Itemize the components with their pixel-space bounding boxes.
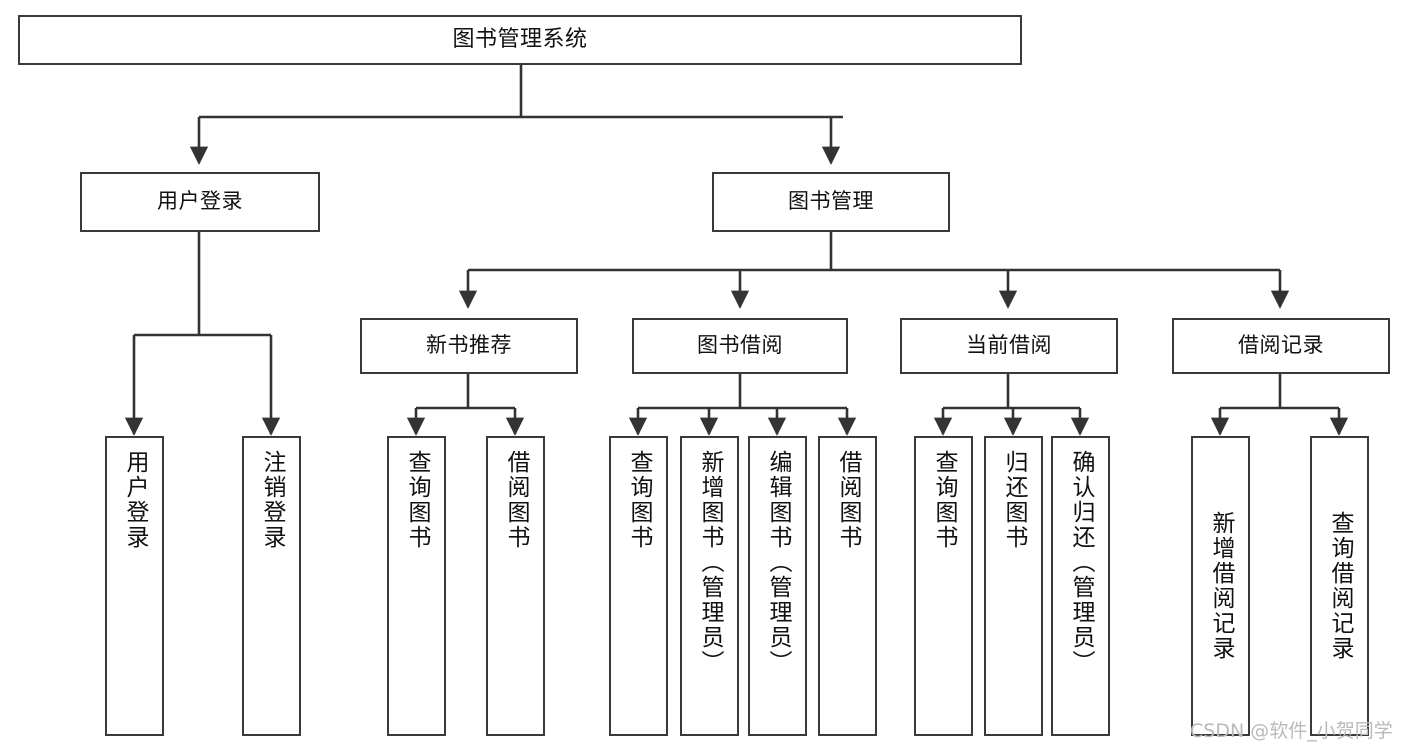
node-label: 查询图书 xyxy=(404,450,430,550)
node-label: 图书管理 xyxy=(788,189,874,214)
node-label: 注销登录 xyxy=(259,450,285,550)
node-label: 归还图书 xyxy=(1001,450,1027,550)
node-label: 用户登录 xyxy=(157,189,243,214)
node-leaf-current-borrow-confirm-return[interactable]: 确认归还（管理员） xyxy=(1051,436,1110,736)
node-label: 图书管理系统 xyxy=(452,26,588,52)
node-current-borrow[interactable]: 当前借阅 xyxy=(900,318,1118,374)
node-label: 新增借阅记录 xyxy=(1208,511,1234,661)
node-book-management[interactable]: 图书管理 xyxy=(712,172,950,232)
node-user-login[interactable]: 用户登录 xyxy=(80,172,320,232)
node-leaf-book-borrow-edit[interactable]: 编辑图书（管理员） xyxy=(748,436,807,736)
node-leaf-book-borrow-borrow[interactable]: 借阅图书 xyxy=(818,436,877,736)
node-leaf-borrow-record-query[interactable]: 查询借阅记录 xyxy=(1310,436,1369,736)
node-label: 确认归还（管理员） xyxy=(1068,450,1094,675)
node-label: 借阅图书 xyxy=(835,450,861,550)
node-label: 借阅记录 xyxy=(1238,333,1324,358)
node-leaf-book-borrow-query[interactable]: 查询图书 xyxy=(609,436,668,736)
node-label: 用户登录 xyxy=(122,450,148,550)
node-label: 编辑图书（管理员） xyxy=(765,450,791,675)
node-leaf-current-borrow-return[interactable]: 归还图书 xyxy=(984,436,1043,736)
node-label: 查询借阅记录 xyxy=(1327,511,1353,661)
node-new-book-recommend[interactable]: 新书推荐 xyxy=(360,318,578,374)
node-root-book-management-system[interactable]: 图书管理系统 xyxy=(18,15,1022,65)
node-leaf-user-login-logout[interactable]: 注销登录 xyxy=(242,436,301,736)
node-leaf-current-borrow-query[interactable]: 查询图书 xyxy=(914,436,973,736)
node-label: 新增图书（管理员） xyxy=(697,450,723,675)
node-label: 借阅图书 xyxy=(503,450,529,550)
csdn-watermark: CSDN @软件_小贺同学 xyxy=(1190,720,1393,742)
node-book-borrow[interactable]: 图书借阅 xyxy=(632,318,848,374)
node-leaf-new-book-borrow[interactable]: 借阅图书 xyxy=(486,436,545,736)
node-label: 图书借阅 xyxy=(697,333,783,358)
node-label: 查询图书 xyxy=(626,450,652,550)
node-label: 查询图书 xyxy=(931,450,957,550)
node-leaf-new-book-query[interactable]: 查询图书 xyxy=(387,436,446,736)
node-borrow-record[interactable]: 借阅记录 xyxy=(1172,318,1390,374)
node-label: 当前借阅 xyxy=(966,333,1052,358)
node-leaf-user-login-login[interactable]: 用户登录 xyxy=(105,436,164,736)
node-label: 新书推荐 xyxy=(426,333,512,358)
node-leaf-book-borrow-add[interactable]: 新增图书（管理员） xyxy=(680,436,739,736)
node-leaf-borrow-record-add[interactable]: 新增借阅记录 xyxy=(1191,436,1250,736)
